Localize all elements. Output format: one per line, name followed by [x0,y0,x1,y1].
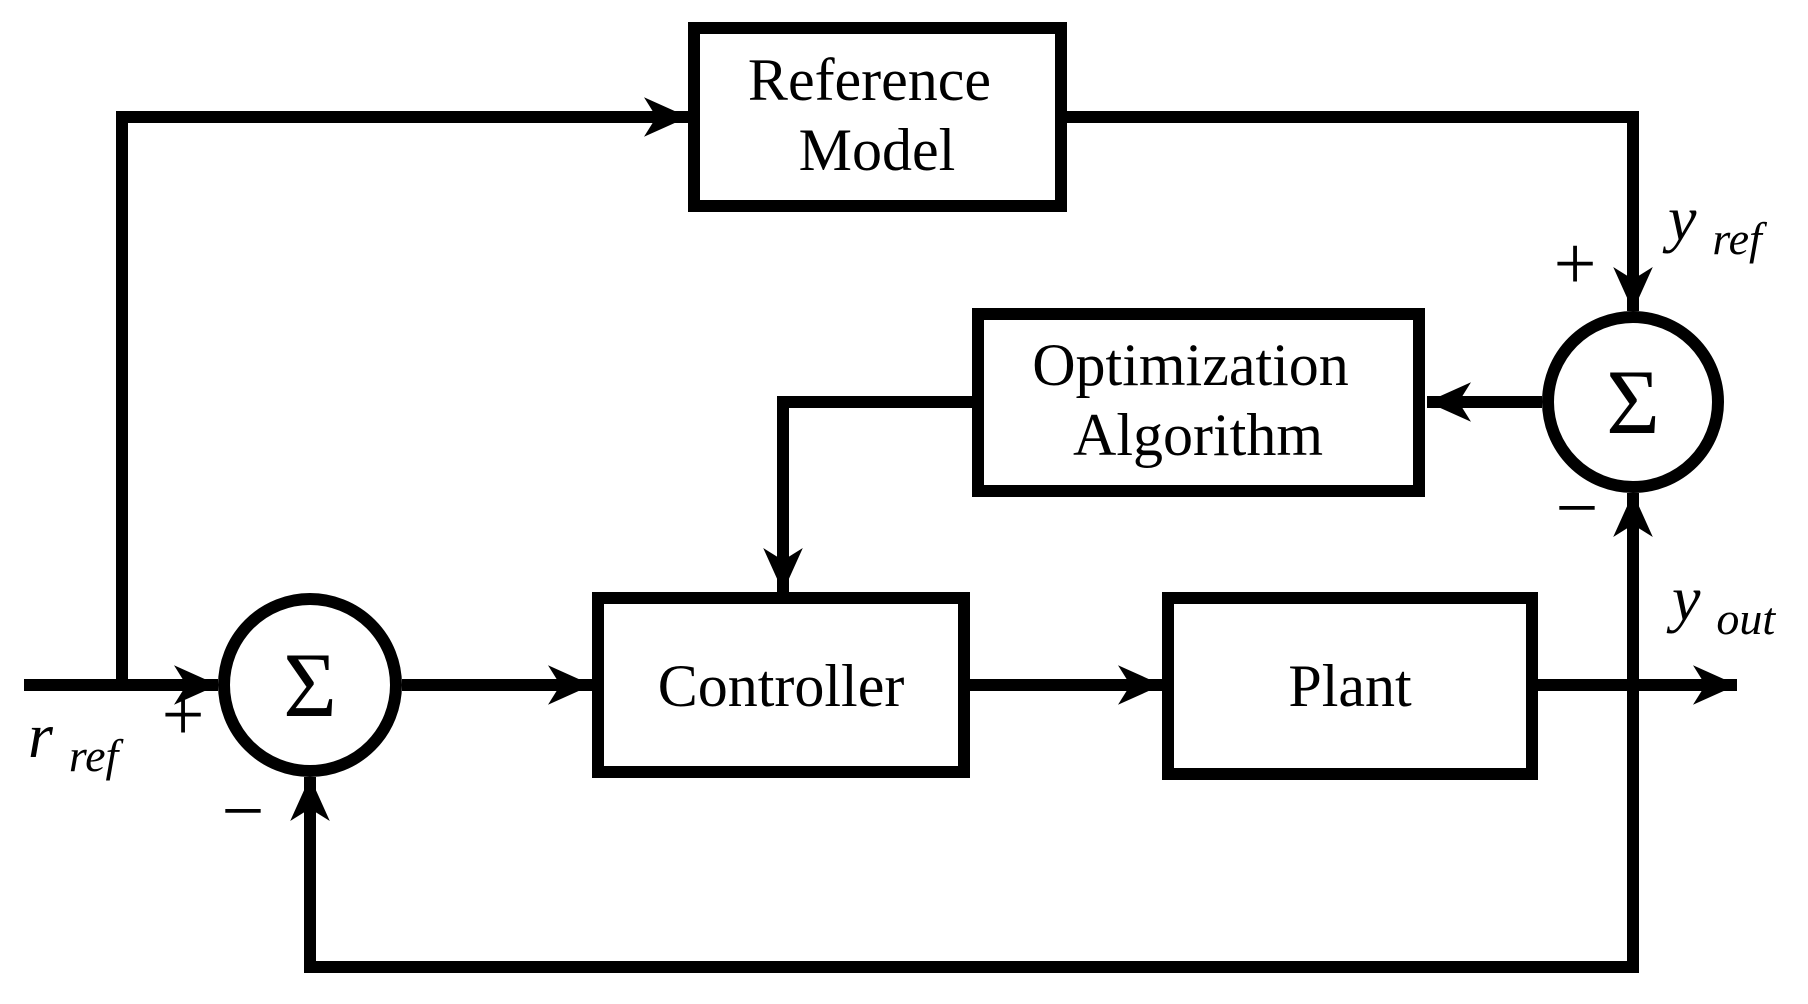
rref-branch-to-reference-model-arrow [116,97,688,691]
yout-signal-label: y out [1666,563,1776,644]
optimization-to-controller-arrow [763,396,972,592]
yref-signal-label: y ref [1662,183,1768,264]
reference-model-label: Reference Model [748,47,1006,183]
controller-block [592,592,970,778]
input-summer-minus-sign: − [222,769,265,853]
error-summing-junction [1542,311,1724,493]
error-summer-sigma: Σ [1606,351,1660,453]
yout-feedback-bottom-arrow [290,685,1639,973]
reference-model-block [688,22,1067,212]
controller-label: Controller [658,653,905,719]
plant-label: Plant [1288,653,1412,719]
rref-signal-label: r ref [28,700,125,781]
optimization-algorithm-label: Optimization Algorithm [1032,332,1364,468]
input-summing-junction [218,593,402,777]
input-summer-plus-sign: + [162,673,205,757]
optimization-algorithm-block [972,308,1425,497]
yref-arrow [1067,111,1653,311]
error-summer-plus-sign: + [1554,222,1597,306]
plant-block [1162,592,1538,780]
input-summer-sigma: Σ [283,634,337,736]
error-summer-minus-sign: − [1556,466,1599,550]
